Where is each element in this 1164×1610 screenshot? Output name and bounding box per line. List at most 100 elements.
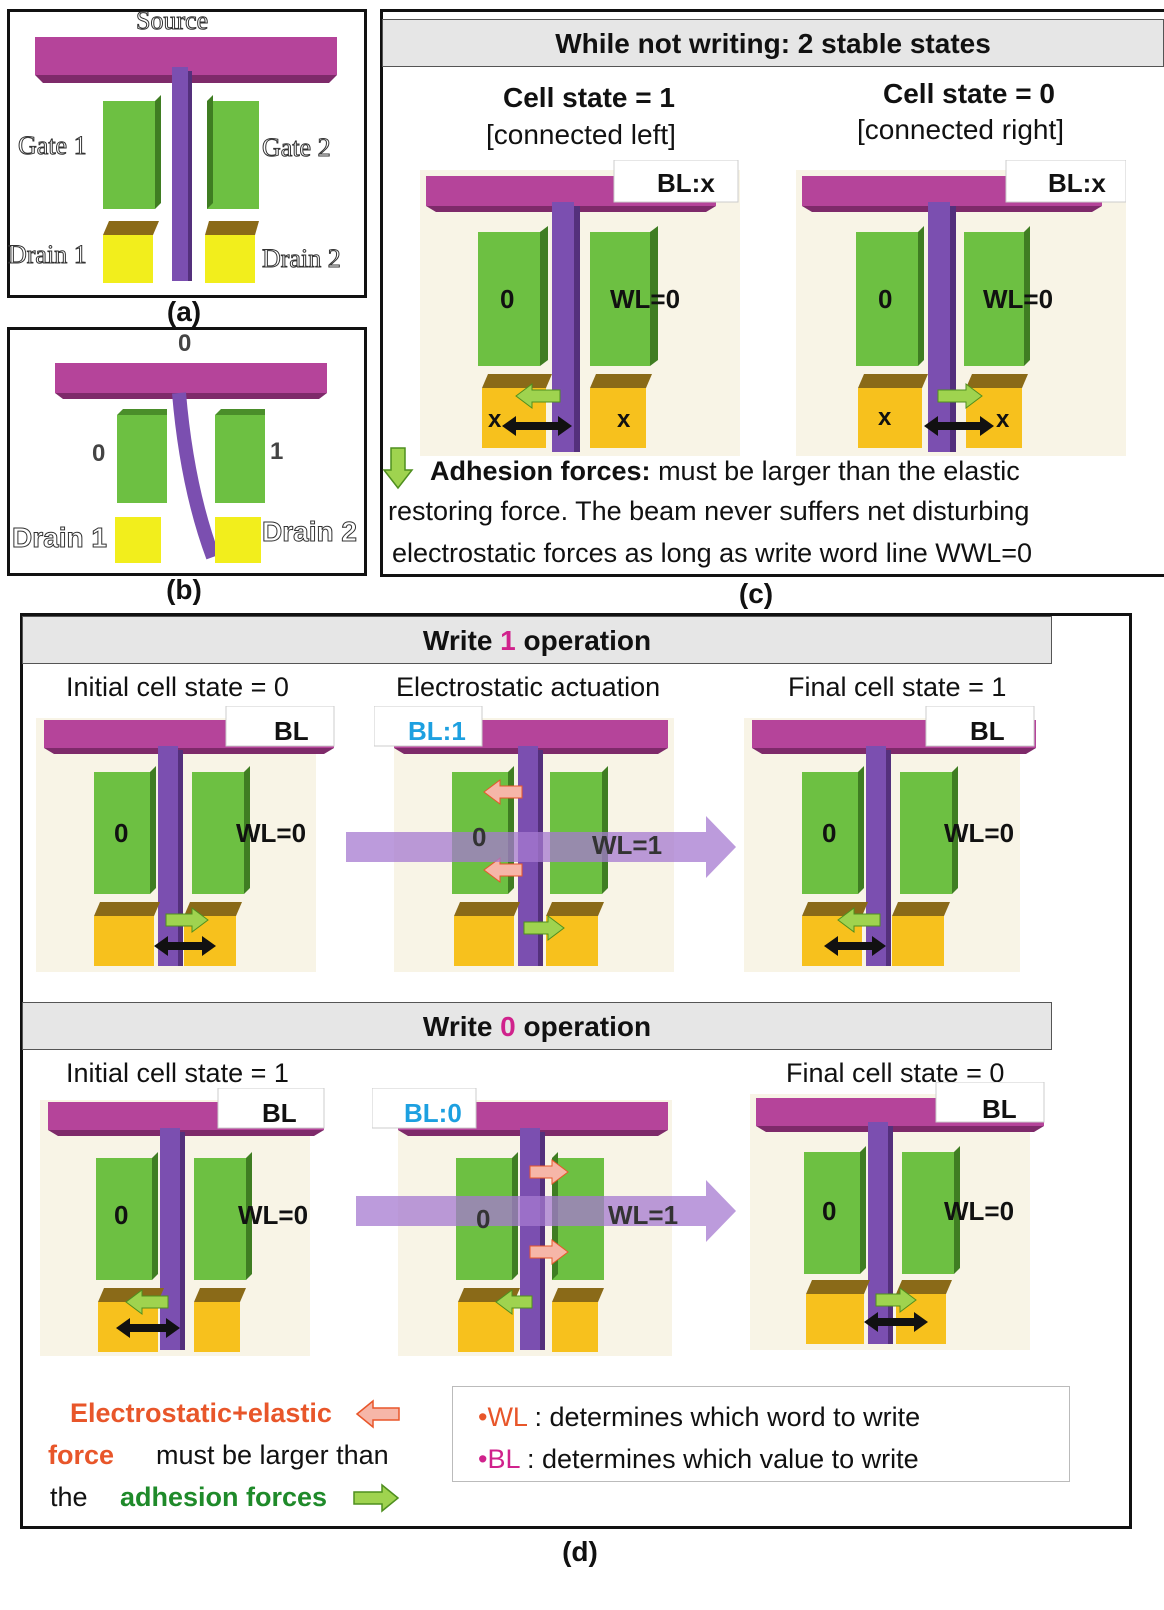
w0-initial-gate: 0 bbox=[114, 1200, 129, 1230]
electrostatic-arrow bbox=[529, 1239, 569, 1265]
gate-left-value-state1: 0 bbox=[500, 284, 515, 314]
w1-initial-gate: 0 bbox=[114, 818, 129, 848]
gate-2-label: Gate 2 bbox=[262, 133, 332, 163]
gate-1 bbox=[103, 101, 155, 209]
source-label: Source bbox=[135, 6, 209, 36]
w1-actuation-label: Electrostatic actuation bbox=[396, 672, 661, 702]
gate-left-value-state0: 0 bbox=[878, 284, 893, 314]
gate-left bbox=[478, 232, 540, 366]
adhesion-arrow bbox=[515, 383, 561, 409]
gate-2 bbox=[215, 415, 265, 503]
gate-right bbox=[590, 232, 650, 366]
drain-2 bbox=[205, 235, 255, 283]
state1-subtitle: [connected left] bbox=[486, 119, 676, 150]
state0-title: Cell state = 0 bbox=[883, 78, 1055, 109]
drain-2-label: Drain 2 bbox=[262, 244, 342, 274]
w0-actuation-diagram bbox=[372, 1088, 672, 1356]
cell-state-1-diagram bbox=[420, 160, 740, 456]
w0-initial-bl: BL bbox=[262, 1098, 297, 1128]
beam bbox=[172, 67, 188, 281]
w0-final-bl: BL bbox=[982, 1094, 1017, 1124]
electrostatic-arrow bbox=[483, 779, 523, 805]
w0-initial-label: Initial cell state = 1 bbox=[66, 1058, 289, 1088]
w1-initial-wl: WL=0 bbox=[236, 818, 307, 848]
caption-c: (c) bbox=[738, 578, 774, 609]
w0-actuation-gate: 0 bbox=[476, 1204, 491, 1234]
w1-final-label: Final cell state = 1 bbox=[788, 672, 1007, 702]
electrostatic-arrow-icon bbox=[355, 1399, 400, 1429]
adhesion-line-2: restoring force. The beam never suffers … bbox=[388, 496, 1030, 526]
caption-d: (d) bbox=[562, 1536, 598, 1567]
bl-box bbox=[613, 160, 739, 203]
top-value: 0 bbox=[178, 330, 192, 357]
adhesion-line-3: electrostatic forces as long as write wo… bbox=[392, 538, 1032, 568]
wl-label-state1: WL=0 bbox=[610, 284, 681, 314]
w1-final-bl: BL bbox=[970, 716, 1005, 746]
drain-left-value-state0: x bbox=[878, 404, 892, 431]
panel-b-diagram bbox=[55, 363, 327, 563]
w0-actuation-bl: BL:0 bbox=[404, 1098, 462, 1128]
drain-1 bbox=[115, 517, 161, 563]
w1-actuation-wl: WL=1 bbox=[592, 830, 663, 860]
bl-desc: : determines which value to write bbox=[527, 1444, 919, 1474]
adhesion-line-1: must be larger than the elastic bbox=[658, 456, 1020, 486]
drain-right bbox=[590, 388, 646, 448]
adhesion-arrow bbox=[523, 915, 565, 941]
electrostatic-arrow bbox=[529, 1159, 569, 1185]
adhesion-arrow bbox=[937, 383, 983, 409]
w1-actuation-gate: 0 bbox=[472, 822, 487, 852]
wl-bl-legend-box bbox=[452, 1386, 1070, 1482]
drain-left bbox=[858, 388, 922, 448]
w1-final-wl: WL=0 bbox=[944, 818, 1015, 848]
drain-1 bbox=[103, 235, 153, 283]
bl-box bbox=[1005, 160, 1126, 203]
gate-2-value: 1 bbox=[270, 438, 284, 465]
w1-initial-bl: BL bbox=[274, 716, 309, 746]
bl-legend-row: •BL : determines which value to write bbox=[478, 1444, 919, 1475]
w0-final-wl: WL=0 bbox=[944, 1196, 1015, 1226]
w0-final-diagram bbox=[750, 1082, 1045, 1350]
panel-a-diagram bbox=[35, 37, 337, 283]
legend-line-2a: force bbox=[48, 1440, 115, 1470]
cell-state-0-diagram bbox=[796, 160, 1126, 456]
wl-label-state0: WL=0 bbox=[983, 284, 1054, 314]
w0-initial-diagram bbox=[40, 1088, 325, 1356]
legend-line-2b: must be larger than bbox=[156, 1440, 389, 1470]
wl-desc: : determines which word to write bbox=[534, 1402, 921, 1432]
w0-final-gate: 0 bbox=[822, 1196, 837, 1226]
legend-line-1: Electrostatic+elastic bbox=[70, 1398, 332, 1428]
w0-initial-wl: WL=0 bbox=[238, 1200, 309, 1230]
drain-2 bbox=[215, 517, 261, 563]
legend-line-3b: adhesion forces bbox=[120, 1482, 328, 1512]
w0-actuation-wl: WL=1 bbox=[608, 1200, 679, 1230]
beam bbox=[928, 202, 950, 452]
drain-1-label: Drain 1 bbox=[12, 522, 108, 554]
beam bbox=[552, 202, 574, 452]
drain-2-label: Drain 2 bbox=[262, 516, 358, 548]
adhesion-down-arrow-icon bbox=[382, 447, 414, 490]
contact-double-arrow bbox=[924, 416, 994, 436]
contact-double-arrow bbox=[502, 416, 572, 436]
adhesion-arrow-icon bbox=[353, 1483, 400, 1513]
w1-actuation-bl: BL:1 bbox=[408, 716, 466, 746]
drain-1-label: Drain 1 bbox=[8, 240, 88, 270]
gate-1 bbox=[117, 415, 167, 503]
gate-left bbox=[856, 232, 918, 366]
w1-final-diagram bbox=[744, 706, 1036, 972]
source-bar bbox=[55, 363, 327, 393]
drain-right-value-state1: x bbox=[617, 406, 631, 433]
adhesion-title: Adhesion forces: bbox=[430, 456, 651, 486]
bent-beam bbox=[172, 392, 220, 560]
wl-bullet: •WL bbox=[478, 1402, 527, 1432]
write-0-header: Write 0 operation bbox=[22, 1002, 1052, 1050]
adhesion-arrow bbox=[495, 1289, 533, 1315]
legend-line-3a: the bbox=[50, 1482, 88, 1512]
panel-c-header: While not writing: 2 stable states bbox=[382, 19, 1164, 67]
bl-bullet: •BL bbox=[478, 1444, 520, 1474]
w0-actuation-big-arrow bbox=[356, 1180, 736, 1242]
w1-initial-diagram bbox=[36, 706, 335, 972]
bl-label-state1: BL:x bbox=[657, 168, 715, 198]
drain-left-value-state1: x bbox=[488, 406, 502, 433]
gate-2 bbox=[207, 101, 259, 209]
wl-legend-row: •WL : determines which word to write bbox=[478, 1402, 920, 1433]
